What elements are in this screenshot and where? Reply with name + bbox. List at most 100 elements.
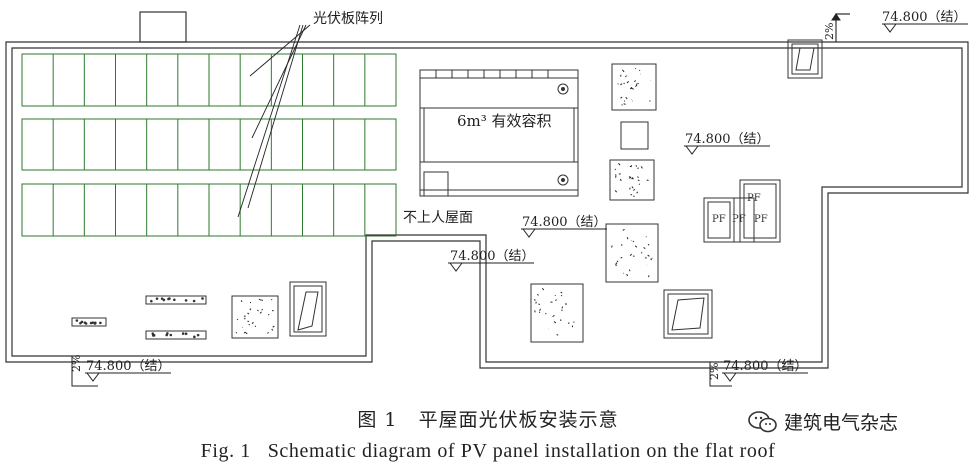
slab-strip [71,317,107,327]
shaft-speckle [629,176,632,179]
shaft-box [231,295,279,339]
shaft-speckle [272,325,275,328]
figure-title-cn: 平屋面光伏板安装示意 [418,409,619,431]
shaft-speckle [555,299,557,301]
shaft-speckle [560,294,563,297]
duct-box-top-right [787,39,823,79]
shaft-speckle [629,86,633,90]
roof-outline-inner [11,47,963,363]
figure-caption-en: Fig. 1 Schematic diagram of PV panel ins… [0,440,976,463]
strip-speckle [84,322,88,325]
pf-fan-group [703,179,781,243]
shaft-speckle [618,162,621,166]
shaft-speckle [251,321,254,325]
shaft-speckle [615,262,618,265]
pf-label: PF [732,214,746,225]
shaft-speckle [258,298,262,301]
strip-speckle [201,297,204,300]
strip-speckle [181,332,185,335]
shaft-speckle [635,83,638,86]
figure-title-en: Schematic diagram of PV panel installati… [267,440,776,462]
shaft-speckle [271,328,274,331]
shaft-speckle [632,240,635,243]
shaft-speckle [631,186,634,189]
strip-speckle [173,298,176,302]
strip-speckle [160,297,164,300]
shaft-speckle [637,176,639,178]
shaft-speckle [638,183,641,185]
shaft-speckle [573,321,575,323]
elevation-mark-lower-center: 74.800（结） [450,249,535,264]
shaft-speckle [649,100,651,102]
shaft-speckle [621,69,625,73]
shaft-speckle [632,188,636,191]
strip-speckle [196,333,200,337]
shaft-speckle [553,321,557,324]
shaft-speckle [533,299,536,301]
shaft-speckle [626,273,629,277]
shaft-speckle [635,84,638,88]
shaft-speckle [271,298,273,301]
strip-speckle [167,297,170,301]
pf-label: PF [754,214,768,225]
shaft-speckle [611,245,613,248]
shaft-speckle [261,308,264,311]
shaft-speckle [623,82,625,85]
shaft-speckle [620,244,623,246]
shaft-speckle [616,260,619,263]
shaft-speckle [614,168,617,171]
shaft-speckle [626,80,630,84]
shaft-speckle [552,315,555,318]
strip-speckle [150,299,153,303]
strip-speckle [79,321,82,325]
shaft-speckle [614,190,618,193]
strip-speckle [155,297,159,300]
shaft-speckle [633,195,635,198]
shaft-speckle [640,252,643,254]
shaft-speckle [261,299,263,301]
slope-label: 2% [823,23,836,40]
shaft-speckle [651,257,653,259]
shaft-speckle [647,243,650,246]
shaft-speckle [650,258,652,261]
strip-speckle [75,319,79,322]
watermark: 建筑电气杂志 [748,408,898,435]
roof-plan-drawing: PF PF PF PF 光伏板阵列 6m³ 有效容积 不上人屋面 2% 2% 2… [5,10,969,387]
shaft-speckle [556,334,559,336]
vent-square [620,121,649,150]
shaft-speckle [614,174,617,176]
shaft-speckle [634,245,638,248]
shaft-speckle [539,308,542,311]
shaft-speckle [634,67,637,70]
elevation-mark-bottom-right: 74.800（结） [723,359,808,374]
shaft-speckle [640,166,643,169]
strip-speckle [165,333,169,337]
strip-speckle [169,333,173,337]
duct-box-mid [663,289,713,339]
shaft-speckle [536,294,539,296]
slope-label: 2% [708,363,721,380]
shaft-speckle [244,331,248,335]
pf-label: PF [712,214,726,225]
strip-speckle [162,298,166,302]
shaft-speckle [620,83,623,86]
slab-strip [145,330,207,340]
figure-caption-cn: 图 1 平屋面光伏板安装示意 [0,405,976,432]
shaft-speckle [560,291,563,294]
shaft-speckle [622,228,625,231]
strip-speckle [94,321,97,325]
figure-number-en: Fig. 1 [200,440,251,462]
shaft-speckle [240,300,243,303]
strip-speckle [184,299,188,302]
shaft-speckle [637,82,639,85]
shaft-speckle [643,247,646,250]
shaft-speckle [236,318,239,321]
shaft-speckle [631,177,634,180]
shaft-speckle [629,187,631,190]
slope-label: 2% [70,355,83,372]
strip-speckle [184,332,188,336]
shaft-speckle [267,331,269,334]
pv-panel-array [21,53,397,237]
shaft-speckle [633,80,637,83]
shaft-speckle [620,256,623,259]
